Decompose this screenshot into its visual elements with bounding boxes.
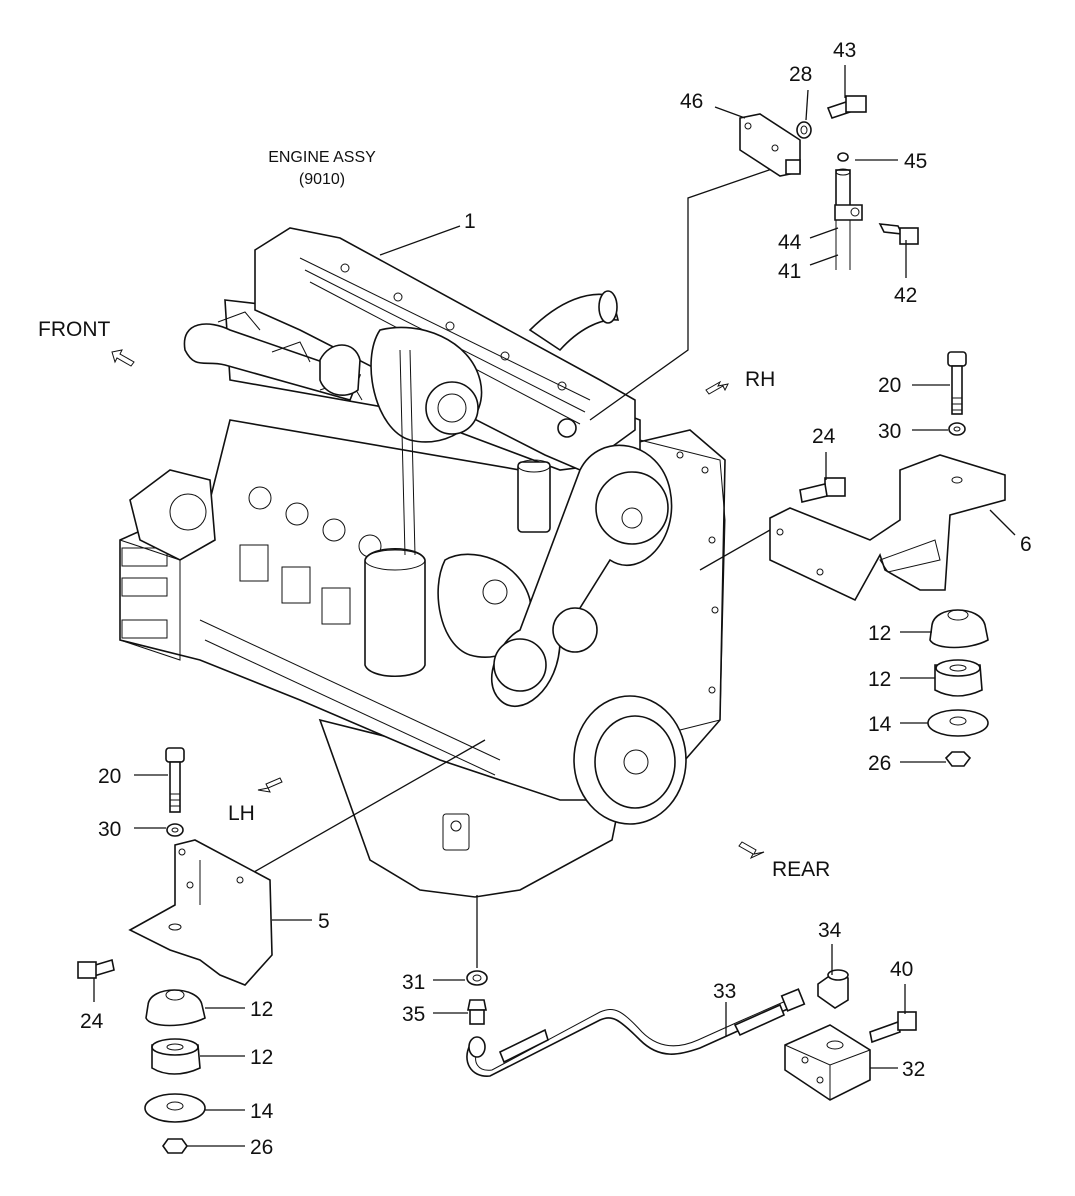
direction-front-label: FRONT xyxy=(38,318,110,341)
callout-6: 6 xyxy=(1020,533,1032,556)
callout-20-lh: 20 xyxy=(98,765,121,788)
callout-35: 35 xyxy=(402,1003,425,1026)
callout-12-lh-lower: 12 xyxy=(250,1046,273,1069)
callout-14-lh: 14 xyxy=(250,1100,274,1123)
callout-43: 43 xyxy=(833,39,856,62)
callout-30-lh: 30 xyxy=(98,818,121,841)
callout-33: 33 xyxy=(713,980,736,1003)
rh-mount-stack xyxy=(769,351,1006,767)
drain-hose-assembly xyxy=(466,969,917,1101)
engine-assembly-illustration xyxy=(119,227,726,898)
direction-rear-label: REAR xyxy=(772,858,830,881)
leader-engine-to-bracket-6 xyxy=(699,529,771,571)
callout-30-rh: 30 xyxy=(878,420,901,443)
callout-14-rh: 14 xyxy=(868,713,892,736)
callout-12-rh-upper: 12 xyxy=(868,622,891,645)
leader-engine-to-bracket-46 xyxy=(589,159,799,421)
direction-rear-arrow-icon xyxy=(738,841,765,860)
title-engine-assy: ENGINE ASSY xyxy=(268,149,376,166)
callout-46: 46 xyxy=(680,90,703,113)
bracket-46-assembly xyxy=(739,95,919,270)
callout-40: 40 xyxy=(890,958,913,981)
callout-26-rh: 26 xyxy=(868,752,891,775)
direction-lh-label: LH xyxy=(228,802,255,825)
callout-12-lh-upper: 12 xyxy=(250,998,273,1021)
direction-rh-label: RH xyxy=(745,368,775,391)
callout-26-lh: 26 xyxy=(250,1136,273,1159)
callout-5: 5 xyxy=(318,910,330,933)
callout-42: 42 xyxy=(894,284,917,307)
callout-45: 45 xyxy=(904,150,927,173)
lh-mount-stack xyxy=(77,747,273,1154)
callout-32: 32 xyxy=(902,1058,925,1081)
callout-1: 1 xyxy=(464,210,476,233)
callout-44: 44 xyxy=(778,231,802,254)
callout-20-rh: 20 xyxy=(878,374,901,397)
callout-31: 31 xyxy=(402,971,425,994)
callout-24-lh: 24 xyxy=(80,1010,104,1033)
callout-12-rh-lower: 12 xyxy=(868,668,891,691)
title-part-number: (9010) xyxy=(299,171,345,188)
callout-24-rh: 24 xyxy=(812,425,836,448)
callout-41: 41 xyxy=(778,260,801,283)
callout-28: 28 xyxy=(789,63,812,86)
direction-front-arrow-icon xyxy=(111,349,135,367)
direction-lh-arrow-icon xyxy=(257,777,283,793)
direction-rh-arrow-icon xyxy=(705,380,729,395)
leader-engine-to-bracket-5 xyxy=(239,739,486,881)
callout-34: 34 xyxy=(818,919,842,942)
